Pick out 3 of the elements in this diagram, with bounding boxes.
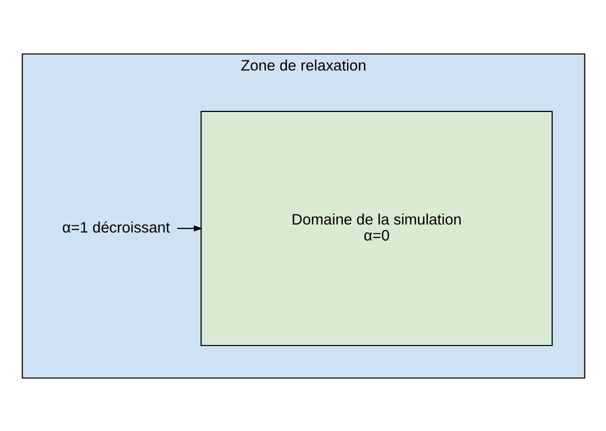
node-text: α=1 décroissant [62, 218, 170, 236]
node-box: Domaine de la simulation α=0 [200, 110, 552, 346]
arrow [176, 224, 202, 231]
